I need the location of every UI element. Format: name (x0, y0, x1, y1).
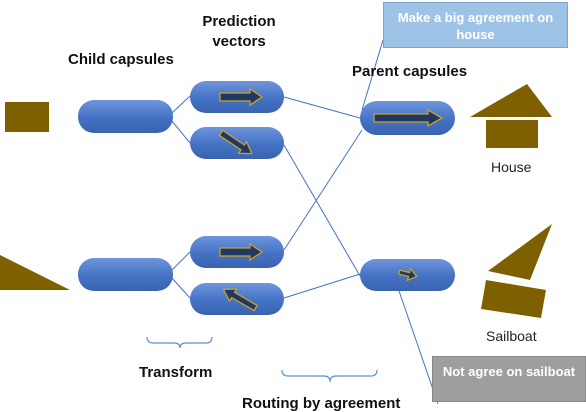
fan-line-bottom-b (171, 277, 191, 299)
disagreement-callout: Not agree on sailboat (432, 356, 586, 402)
input-triangle-shape (0, 255, 70, 290)
route-line-3 (283, 129, 363, 251)
route-line-4 (283, 273, 361, 299)
routing-brace (281, 369, 378, 383)
house-body-shape (486, 120, 538, 148)
child-capsule-1 (78, 100, 173, 133)
agreement-callout: Make a big agreement on house (383, 2, 568, 48)
house-icon (470, 84, 552, 148)
prediction-vectors-label: Prediction vectors (202, 13, 276, 50)
transform-brace (146, 336, 213, 349)
route-line-1 (283, 96, 361, 119)
prediction-arrow-2 (218, 129, 253, 155)
fan-line-bottom-a (171, 251, 191, 271)
prediction-arrow-3 (219, 242, 264, 262)
sailboat-sail-shape (488, 224, 552, 280)
fan-line-top-b (171, 120, 191, 144)
pointer-line-disagree (397, 287, 439, 405)
sailboat-icon (481, 224, 552, 318)
transform-label: Transform (139, 364, 213, 381)
sailboat-label: Sailboat (486, 328, 537, 344)
parent-arrow-sailboat (397, 267, 418, 282)
child-capsule-2 (78, 258, 173, 291)
pointer-line-agree (361, 39, 384, 111)
house-label: House (491, 159, 532, 175)
sailboat-hull-shape (481, 280, 546, 318)
child-capsules-label: Child capsules (68, 51, 174, 68)
route-line-2 (283, 144, 361, 277)
parent-capsules-label: Parent capsules (352, 63, 468, 80)
prediction-arrow-4 (222, 288, 258, 312)
prediction-arrow-1 (219, 87, 264, 107)
routing-by-agreement-label: Routing by agreement (242, 395, 401, 412)
fan-line-top-a (171, 95, 191, 114)
house-roof-shape (470, 84, 552, 117)
input-rectangle-shape (5, 102, 49, 132)
parent-arrow-house (373, 108, 444, 128)
connection-lines (171, 39, 439, 405)
